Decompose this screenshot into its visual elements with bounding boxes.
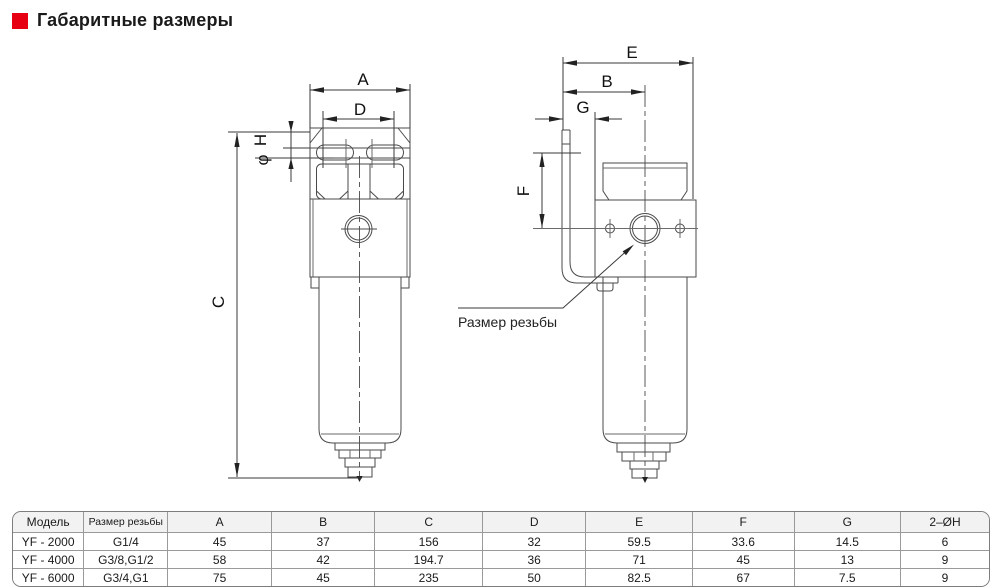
cell-g: 14.5: [793, 532, 902, 551]
cell-b: 45: [270, 568, 376, 586]
col-header-model: Модель: [13, 512, 85, 533]
dimensions-table-grid: Модель Размер резьбы A B C D E F G 2–ØH …: [13, 512, 989, 586]
cell-2oh: 9: [900, 568, 989, 586]
cell-model: YF - 4000: [13, 550, 85, 569]
side-view: E B G F Размер резьбы: [458, 43, 698, 483]
col-header-thread: Размер резьбы: [83, 512, 169, 533]
cell-thread: G1/4: [83, 532, 169, 551]
dim-label-g: G: [576, 98, 589, 117]
dim-label-h: H: [251, 134, 270, 146]
col-header-b: B: [270, 512, 376, 533]
page-header: Габаритные размеры: [12, 10, 233, 31]
dim-label-a: A: [357, 70, 369, 89]
cell-2oh: 9: [900, 550, 989, 569]
cell-a: 58: [167, 550, 272, 569]
cell-f: 67: [691, 568, 795, 586]
page-title: Габаритные размеры: [37, 10, 234, 30]
dimensional-drawing: A D H φ C: [209, 43, 698, 483]
thread-size-callout-label: Размер резьбы: [458, 314, 557, 330]
col-header-a: A: [167, 512, 272, 533]
cell-e: 71: [585, 550, 693, 569]
red-bullet-icon: [12, 12, 28, 29]
dim-label-b: B: [601, 72, 612, 91]
cell-d: 36: [481, 550, 587, 569]
col-header-f: F: [691, 512, 795, 533]
cell-a: 45: [167, 532, 272, 551]
cell-f: 33.6: [691, 532, 795, 551]
table-row: YF - 2000 G1/4 45 37 156 32 59.5 33.6 14…: [13, 532, 989, 551]
cell-thread: G3/8,G1/2: [83, 550, 169, 569]
table-row: YF - 4000 G3/8,G1/2 58 42 194.7 36 71 45…: [13, 550, 989, 569]
col-header-g: G: [793, 512, 902, 533]
front-view: A D H φ C: [209, 70, 411, 482]
cell-c: 156: [374, 532, 483, 551]
cell-model: YF - 2000: [13, 532, 85, 551]
thread-size-callout: Размер резьбы: [458, 244, 634, 330]
cell-b: 37: [270, 532, 376, 551]
dim-label-e: E: [626, 43, 637, 62]
side-view-outline: [533, 129, 698, 483]
cell-thread: G3/4,G1: [83, 568, 169, 586]
table-row: YF - 6000 G3/4,G1 75 45 235 50 82.5 67 7…: [13, 568, 989, 586]
cell-e: 82.5: [585, 568, 693, 586]
cell-c: 194.7: [374, 550, 483, 569]
front-view-outline: [309, 127, 411, 482]
cell-d: 32: [481, 532, 587, 551]
cell-g: 7.5: [793, 568, 902, 586]
dim-label-f: F: [514, 186, 533, 196]
cell-a: 75: [167, 568, 272, 586]
front-view-dimensions: A D H φ C: [209, 70, 411, 479]
table-header-row: Модель Размер резьбы A B C D E F G 2–ØH: [13, 512, 989, 533]
col-header-d: D: [481, 512, 587, 533]
cell-f: 45: [691, 550, 795, 569]
cell-c: 235: [374, 568, 483, 586]
cell-e: 59.5: [585, 532, 693, 551]
dim-label-d: D: [354, 100, 366, 119]
cell-model: YF - 6000: [13, 568, 85, 586]
dim-label-phi: φ: [253, 154, 272, 165]
cell-g: 13: [793, 550, 902, 569]
side-view-dimensions: E B G F: [514, 43, 694, 228]
col-header-c: C: [374, 512, 483, 533]
cell-2oh: 6: [900, 532, 989, 551]
col-header-2oh: 2–ØH: [900, 512, 989, 533]
cell-d: 50: [481, 568, 587, 586]
col-header-e: E: [585, 512, 693, 533]
cell-b: 42: [270, 550, 376, 569]
dim-label-c: C: [209, 296, 228, 308]
dimensions-table: Модель Размер резьбы A B C D E F G 2–ØH …: [12, 511, 990, 587]
